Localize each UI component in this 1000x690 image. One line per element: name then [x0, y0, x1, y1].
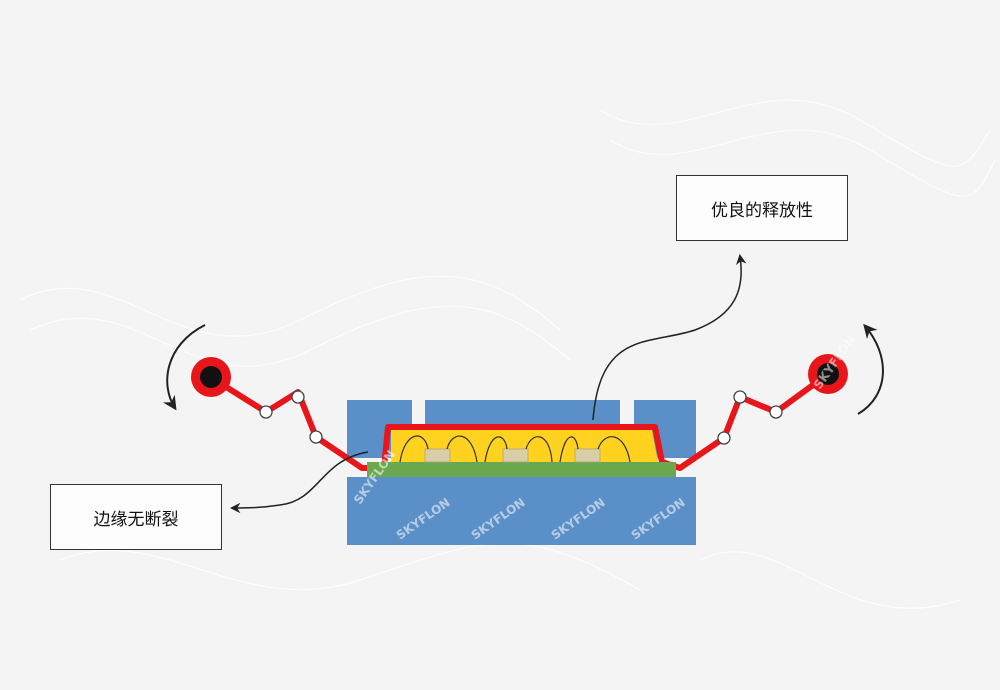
release-film-left [212, 377, 365, 471]
roller-left [191, 357, 231, 397]
chip-2 [502, 448, 529, 463]
chip-3 [574, 448, 601, 463]
callout-release-text: 优良的释放性 [711, 200, 813, 221]
guide-pins [259, 390, 783, 445]
top-mold-center [425, 400, 620, 426]
rotation-arrow-left [163, 324, 206, 411]
background-texture [19, 99, 996, 609]
bond-wires [399, 435, 631, 463]
callout-release-label: 优良的释放性 [676, 175, 848, 241]
bottom-mold [347, 477, 696, 545]
rotation-arrow-right [857, 323, 884, 415]
callout-edge-label: 边缘无断裂 [50, 484, 222, 550]
substrate [367, 462, 676, 477]
roller-right [808, 354, 848, 394]
callout-edge-text: 边缘无断裂 [93, 509, 179, 530]
release-film-right [677, 371, 831, 471]
callout-arrow-edge [229, 451, 369, 514]
chip-1 [424, 448, 451, 463]
callout-arrow-release [592, 253, 747, 421]
